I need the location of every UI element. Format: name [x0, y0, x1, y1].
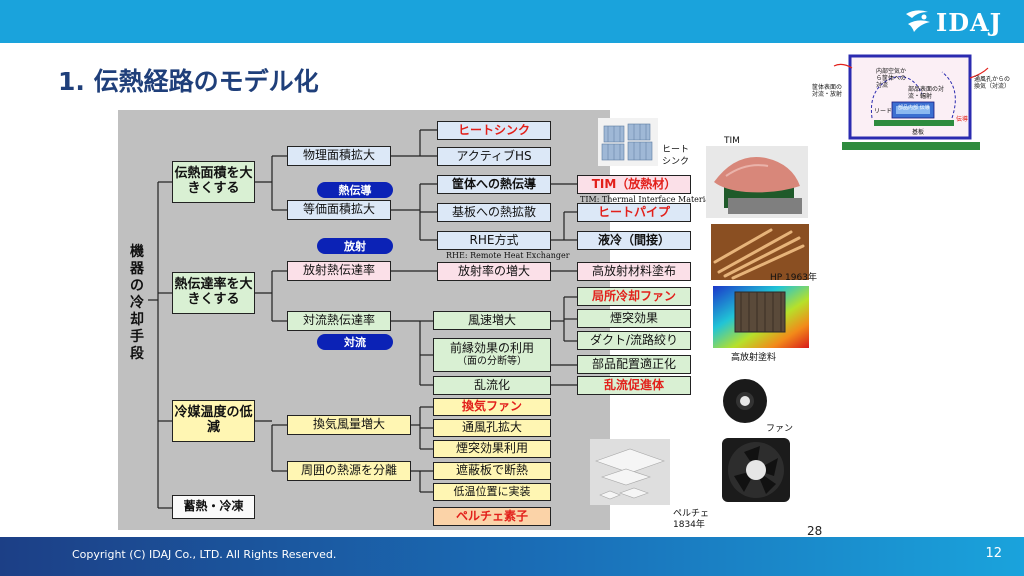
- node-ventilation: 換気風量増大: [287, 415, 411, 435]
- slide-title: 1. 伝熱経路のモデル化: [58, 67, 319, 96]
- idaj-logo-icon: [905, 10, 930, 32]
- idaj-logo: IDAJ: [902, 6, 1002, 38]
- blower-fan-image: [720, 376, 770, 426]
- node-leading-edge: 前縁効果の利用 （面の分断等）: [433, 338, 551, 372]
- axial-fan-image: [720, 436, 792, 504]
- node-vent-holes: 通風孔拡大: [433, 419, 551, 437]
- logo-text: IDAJ: [935, 7, 1002, 37]
- node-increase-htc: 熱伝達率を大きくする: [172, 272, 255, 314]
- pill-convection: 対流: [317, 334, 393, 350]
- inset-label-board: 基板: [912, 129, 925, 136]
- node-physical-area: 物理面積拡大: [287, 146, 391, 166]
- node-tim: TIM（放熱材）: [577, 175, 691, 194]
- header-bar: [0, 0, 1024, 43]
- node-equivalent-area: 等価面積拡大: [287, 200, 391, 220]
- page-number: 12: [985, 546, 1002, 561]
- node-increase-area: 伝熱面積を大きくする: [172, 161, 255, 203]
- peltier-caption-line2: 1834年: [673, 520, 705, 530]
- pill-radiation: 放射: [317, 238, 393, 254]
- node-placement: 部品配置適正化: [577, 355, 691, 374]
- inset-label-part-surface: 部品表面の対流・輻射: [908, 86, 945, 101]
- slide-number: 28: [807, 524, 823, 538]
- node-radiant-paint: 高放射材料塗布: [577, 262, 691, 281]
- peltier-image: [590, 439, 670, 505]
- node-wind-speed: 風速増大: [433, 311, 551, 330]
- inset-label-package: 部品内部 伝導: [898, 105, 930, 111]
- heatsink-caption-line1: ヒート: [662, 145, 690, 155]
- node-active-hs: アクティブHS: [437, 147, 551, 166]
- inset-label-case-surface: 筐体表面の対流・放射: [812, 84, 843, 99]
- inset-label-vent: 通風孔からの換気（対流）: [974, 76, 1011, 91]
- heat-path-inset: 筐体表面の対流・放射 内部空気から筐体への対流 部品表面の対流・輻射 通風孔から…: [812, 48, 1010, 152]
- node-chimney: 煙突効果: [577, 309, 691, 328]
- heatpipe-caption: HP 1963年: [770, 273, 817, 283]
- heatsink-image: [598, 118, 658, 166]
- node-emissivity: 放射率の増大: [437, 262, 551, 281]
- inset-drawing: [833, 54, 989, 150]
- copyright-text: Copyright (C) IDAJ Co., LTD. All Rights …: [72, 548, 337, 561]
- inset-label-lead: リード: [874, 108, 893, 115]
- inset-label-internal-air: 内部空気から筐体への対流: [876, 68, 907, 90]
- radiant-paint-image: [713, 286, 809, 348]
- node-turbulence: 乱流化: [433, 376, 551, 395]
- node-lower-coolant-temp: 冷媒温度の低減: [172, 400, 255, 442]
- footer-bar: [0, 537, 1024, 576]
- node-heatpipe: ヒートパイプ: [577, 203, 691, 222]
- pill-conduction: 熱伝導: [317, 182, 393, 198]
- node-case-conduction: 筐体への熱伝導: [437, 175, 551, 194]
- node-radiation-rate: 放射熱伝達率: [287, 261, 391, 281]
- heatpipe-image: [711, 224, 809, 280]
- leading-edge-label: 前縁効果の利用: [449, 341, 534, 356]
- node-exhaust-fan: 換気ファン: [433, 398, 551, 416]
- node-duct: ダクト/流路絞り: [577, 331, 691, 350]
- node-separate-heat: 周囲の熱源を分離: [287, 461, 411, 481]
- node-shield: 遮蔽板で断熱: [433, 462, 551, 480]
- heatsink-caption-line2: シンク: [662, 157, 690, 167]
- radiant-paint-caption: 高放射塗料: [731, 353, 777, 363]
- node-heatsink: ヒートシンク: [437, 121, 551, 140]
- node-rhe: RHE方式: [437, 231, 551, 250]
- peltier-caption-line1: ペルチェ: [673, 509, 710, 519]
- tim-image-label: TIM: [724, 136, 740, 146]
- node-board-spread: 基板への熱拡散: [437, 203, 551, 222]
- node-convection-rate: 対流熱伝達率: [287, 311, 391, 331]
- inset-label-conduction: 伝導: [956, 116, 969, 123]
- note-rhe-definition: RHE: Remote Heat Exchanger: [446, 251, 570, 260]
- node-peltier: ペルチェ素子: [433, 507, 551, 526]
- note-tim-definition: TIM: Thermal Interface Material: [580, 195, 713, 204]
- node-chimney-use: 煙突効果利用: [433, 440, 551, 458]
- fan-caption: ファン: [766, 424, 794, 434]
- node-liquid-cooling: 液冷（間接）: [577, 231, 691, 250]
- root-label: 機器の冷却手段: [130, 244, 144, 363]
- node-local-fan: 局所冷却ファン: [577, 287, 691, 306]
- leading-edge-sublabel: （面の分断等）: [457, 356, 527, 368]
- node-heat-storage: 蓄熱・冷凍: [172, 495, 255, 519]
- node-turbulence-promoter: 乱流促進体: [577, 376, 691, 395]
- tim-image: [706, 146, 808, 218]
- node-low-temp: 低温位置に実装: [433, 483, 551, 501]
